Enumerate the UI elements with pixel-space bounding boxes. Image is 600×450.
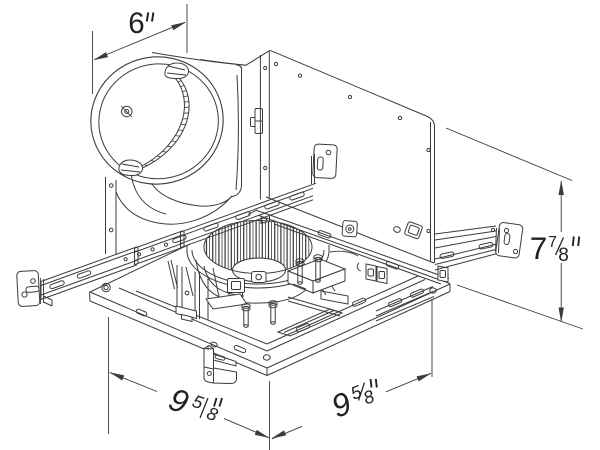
svg-text:7: 7	[530, 230, 548, 266]
svg-text:7: 7	[548, 234, 557, 251]
svg-text:6: 6	[128, 7, 144, 40]
svg-text:8: 8	[558, 245, 569, 266]
